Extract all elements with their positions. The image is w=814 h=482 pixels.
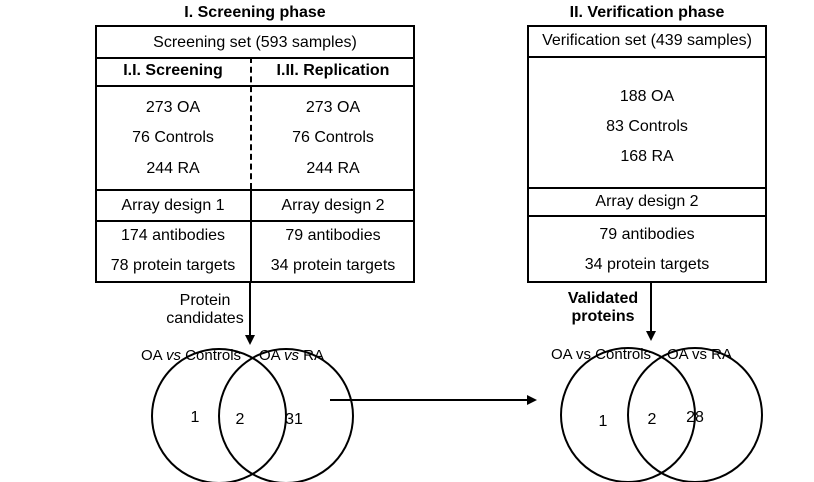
venn-right-only-a: 1 bbox=[598, 413, 608, 430]
venn-right-circle-oa-vs-ra bbox=[627, 347, 763, 482]
venn-left-intersection: 2 bbox=[235, 411, 245, 428]
divider bbox=[95, 220, 415, 222]
replication-protein-targets: 34 protein targets bbox=[270, 257, 396, 274]
verification-group-oa: 188 OA bbox=[619, 88, 675, 105]
validated-proteins-label: Validated proteins bbox=[567, 290, 639, 325]
venn-left-label-oa-vs-controls: OA vs Controls bbox=[141, 347, 242, 364]
divider bbox=[527, 187, 767, 189]
venn-right-circle-oa-vs-controls bbox=[560, 347, 696, 482]
screening-column-title: I.I. Screening bbox=[123, 62, 223, 79]
replication-group-controls: 76 Controls bbox=[292, 129, 374, 146]
verification-protein-targets: 34 protein targets bbox=[584, 256, 710, 273]
verification-table bbox=[527, 25, 767, 283]
array-design-1: Array design 1 bbox=[121, 197, 225, 214]
screening-group-controls: 76 Controls bbox=[132, 129, 214, 146]
venn-right-label-oa-vs-controls: OA vs Controls bbox=[551, 346, 652, 363]
array-design-2: Array design 2 bbox=[281, 197, 385, 214]
verification-array-design: Array design 2 bbox=[595, 193, 699, 210]
venn-right-label-oa-vs-ra: OA vs RA bbox=[667, 346, 733, 363]
verification-group-ra: 168 RA bbox=[620, 148, 674, 165]
venn-left-label-oa-vs-ra: OA vs RA bbox=[259, 347, 325, 364]
divider bbox=[95, 189, 415, 191]
divider bbox=[527, 215, 767, 217]
venn-left-only-b: 31 bbox=[285, 411, 303, 428]
venn-left-only-a: 1 bbox=[190, 409, 200, 426]
screening-set-label: Screening set (593 samples) bbox=[153, 34, 357, 51]
column-dashed-divider bbox=[250, 57, 252, 189]
screening-group-oa: 273 OA bbox=[145, 99, 201, 116]
verification-phase-title: II. Verification phase bbox=[569, 4, 725, 21]
screening-protein-targets: 78 protein targets bbox=[110, 257, 236, 274]
venn-left-circle-oa-vs-controls bbox=[151, 348, 287, 482]
replication-antibodies: 79 antibodies bbox=[285, 227, 381, 244]
venn-right-only-b: 28 bbox=[686, 409, 704, 426]
divider bbox=[527, 56, 767, 58]
replication-group-ra: 244 RA bbox=[306, 160, 360, 177]
verification-set-label: Verification set (439 samples) bbox=[542, 32, 752, 49]
verification-antibodies: 79 antibodies bbox=[599, 226, 695, 243]
divider bbox=[95, 85, 415, 87]
venn-right-intersection: 2 bbox=[647, 411, 657, 428]
venn-left-circle-oa-vs-ra bbox=[218, 348, 354, 482]
column-divider bbox=[250, 189, 252, 283]
verification-group-controls: 83 Controls bbox=[606, 118, 688, 135]
protein-candidates-label: Protein candidates bbox=[166, 292, 244, 327]
replication-group-oa: 273 OA bbox=[305, 99, 361, 116]
screening-phase-title: I. Screening phase bbox=[184, 4, 326, 21]
divider bbox=[95, 57, 415, 59]
screening-antibodies: 174 antibodies bbox=[120, 227, 226, 244]
screening-table bbox=[95, 25, 415, 283]
replication-column-title: I.II. Replication bbox=[276, 62, 390, 79]
screening-group-ra: 244 RA bbox=[146, 160, 200, 177]
